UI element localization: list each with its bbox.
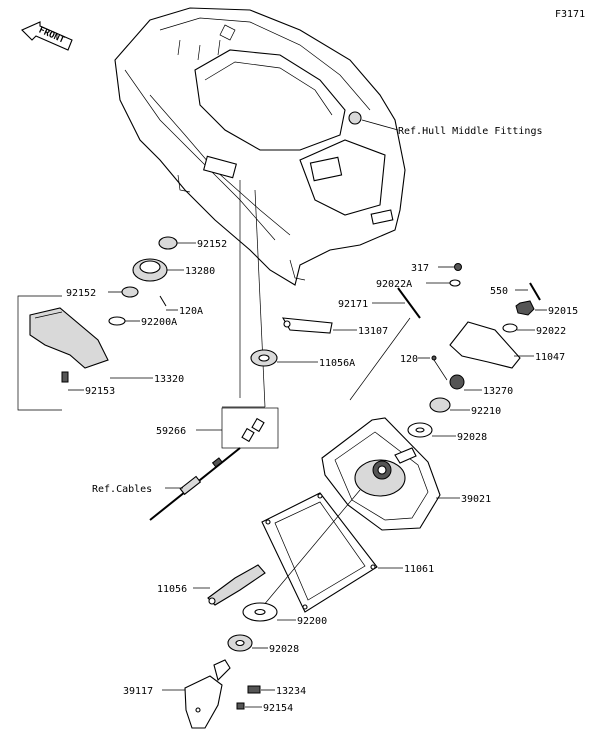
knob-13280 xyxy=(132,258,168,282)
callout-11061: 11061 xyxy=(404,564,434,575)
ring-92210 xyxy=(429,397,451,413)
screw-120 xyxy=(431,355,437,361)
callout-13270: 13270 xyxy=(483,386,513,397)
callout-59266: 59266 xyxy=(156,426,186,437)
bracket-11047 xyxy=(449,321,521,369)
nut-92154 xyxy=(236,702,245,710)
callout-11056: 11056 xyxy=(157,584,187,595)
bracket-13107 xyxy=(281,317,333,334)
callout-92200: 92200 xyxy=(297,616,327,627)
shaft-39117 xyxy=(184,659,231,729)
callout-92210: 92210 xyxy=(471,406,501,417)
washer-92200a xyxy=(108,316,126,326)
callout-92154: 92154 xyxy=(263,703,293,714)
callout-92200a: 92200A xyxy=(141,317,177,328)
callout-92152-upper: 92152 xyxy=(197,239,227,250)
grommet-92152-upper xyxy=(158,236,178,250)
housing-39021 xyxy=(321,417,441,531)
hull-drawing xyxy=(114,7,406,286)
callout-92171: 92171 xyxy=(338,299,368,310)
hull-ref-label: Ref.Hull Middle Fittings xyxy=(398,126,543,137)
assembly-13320-box xyxy=(17,295,109,411)
callout-92152-lower: 92152 xyxy=(66,288,96,299)
callout-11056a: 11056A xyxy=(319,358,355,369)
cable-end-59266 xyxy=(241,417,265,443)
box-59266 xyxy=(221,407,279,449)
nut-317 xyxy=(454,263,462,271)
callout-317: 317 xyxy=(411,263,429,274)
rod-92171 xyxy=(397,287,421,319)
callout-92153: 92153 xyxy=(85,386,115,397)
lever-11056 xyxy=(207,564,266,606)
callout-39021: 39021 xyxy=(461,494,491,505)
washer-92022a xyxy=(449,279,461,287)
throttle-cable xyxy=(149,447,241,521)
callout-92015: 92015 xyxy=(548,306,578,317)
screw-120a xyxy=(159,295,167,307)
grommet-92152-lower xyxy=(121,286,139,298)
washer-92022 xyxy=(502,323,518,333)
bolt-92153 xyxy=(61,371,69,383)
callout-13320: 13320 xyxy=(154,374,184,385)
callout-92022: 92022 xyxy=(536,326,566,337)
callout-92028-upper: 92028 xyxy=(457,432,487,443)
bolt-13234 xyxy=(247,685,261,694)
nut-92015 xyxy=(515,300,535,316)
callout-13107: 13107 xyxy=(358,326,388,337)
callout-92028-lower: 92028 xyxy=(269,644,299,655)
gasket-11061 xyxy=(261,492,378,613)
figure-code: F3171 xyxy=(555,9,585,20)
callout-11047: 11047 xyxy=(535,352,565,363)
callout-13234: 13234 xyxy=(276,686,306,697)
callout-120a: 120A xyxy=(179,306,203,317)
pin-550 xyxy=(529,282,541,301)
callout-13280: 13280 xyxy=(185,266,215,277)
cables-ref-label: Ref.Cables xyxy=(92,484,152,495)
callout-92022a: 92022A xyxy=(376,279,412,290)
front-arrow-icon: FRONT xyxy=(21,21,73,51)
gear-13270 xyxy=(449,374,465,390)
callout-120: 120 xyxy=(400,354,418,365)
callout-39117: 39117 xyxy=(123,686,153,697)
callout-550: 550 xyxy=(490,286,508,297)
